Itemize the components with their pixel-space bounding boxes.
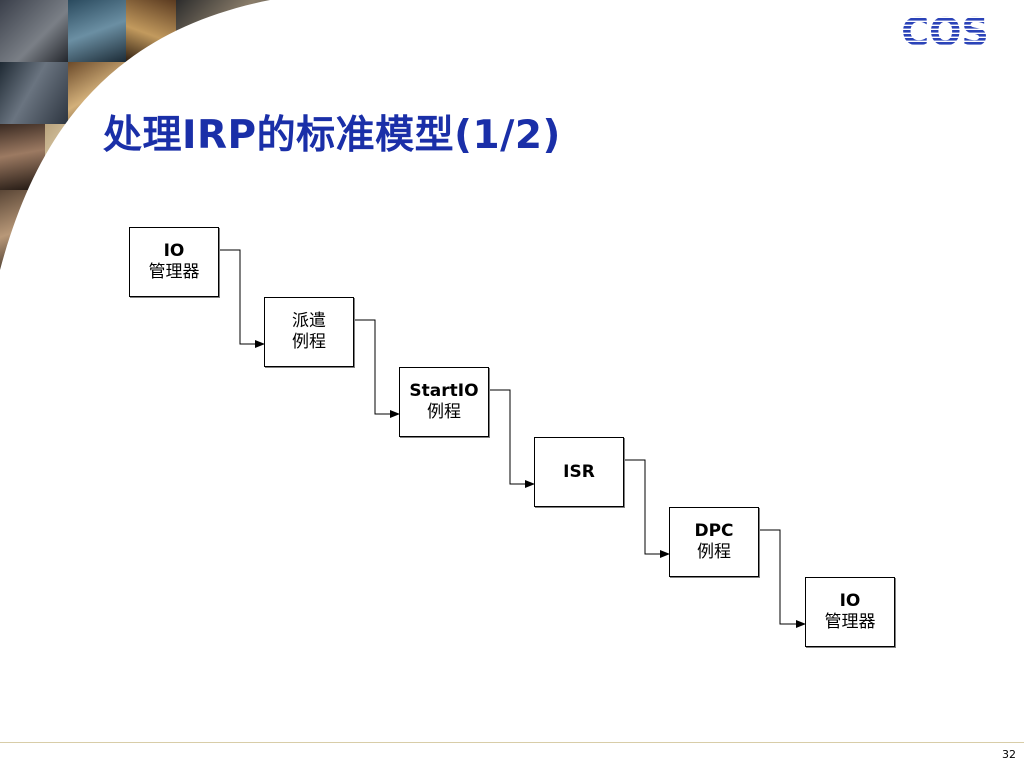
- node-dispatch-routine: 派遣 例程: [264, 297, 354, 367]
- logo-text: COS: [901, 14, 989, 50]
- node-io-manager-top: IO 管理器: [129, 227, 219, 297]
- photo-tile: [0, 62, 68, 124]
- node-dpc-routine: DPC 例程: [669, 507, 759, 577]
- slide-title: 处理IRP的标准模型(1/2): [103, 113, 561, 158]
- node-label-line1: StartIO: [409, 381, 479, 401]
- connector-arrow-io-manager-top-to-dispatch-routine: [219, 249, 265, 348]
- connector-arrow-dpc-routine-to-io-manager-bottom: [759, 529, 806, 628]
- node-label-line1: IO: [839, 591, 861, 611]
- page-number: 32: [1002, 748, 1016, 761]
- photo-tile: [0, 0, 68, 62]
- node-label-line2: 例程: [427, 402, 461, 422]
- node-isr: ISR: [534, 437, 624, 507]
- node-label-line1: ISR: [563, 461, 595, 482]
- connector-arrow-startio-routine-to-isr: [489, 389, 535, 488]
- node-label-line1: IO: [163, 241, 185, 261]
- node-label-line1: 派遣: [292, 311, 326, 331]
- node-io-manager-bottom: IO 管理器: [805, 577, 895, 647]
- footer-rule: [0, 742, 1024, 743]
- node-label-line2: 例程: [697, 542, 731, 562]
- connector-arrow-isr-to-dpc-routine: [624, 459, 670, 558]
- connector-arrow-dispatch-routine-to-startio-routine: [354, 319, 400, 418]
- node-label-line2: 管理器: [148, 262, 200, 282]
- cos-logo: COS: [901, 14, 989, 50]
- node-label-line1: DPC: [694, 521, 734, 541]
- node-label-line2: 例程: [292, 332, 326, 352]
- node-startio-routine: StartIO 例程: [399, 367, 489, 437]
- photo-tile: [68, 0, 126, 62]
- node-label-line2: 管理器: [824, 612, 876, 632]
